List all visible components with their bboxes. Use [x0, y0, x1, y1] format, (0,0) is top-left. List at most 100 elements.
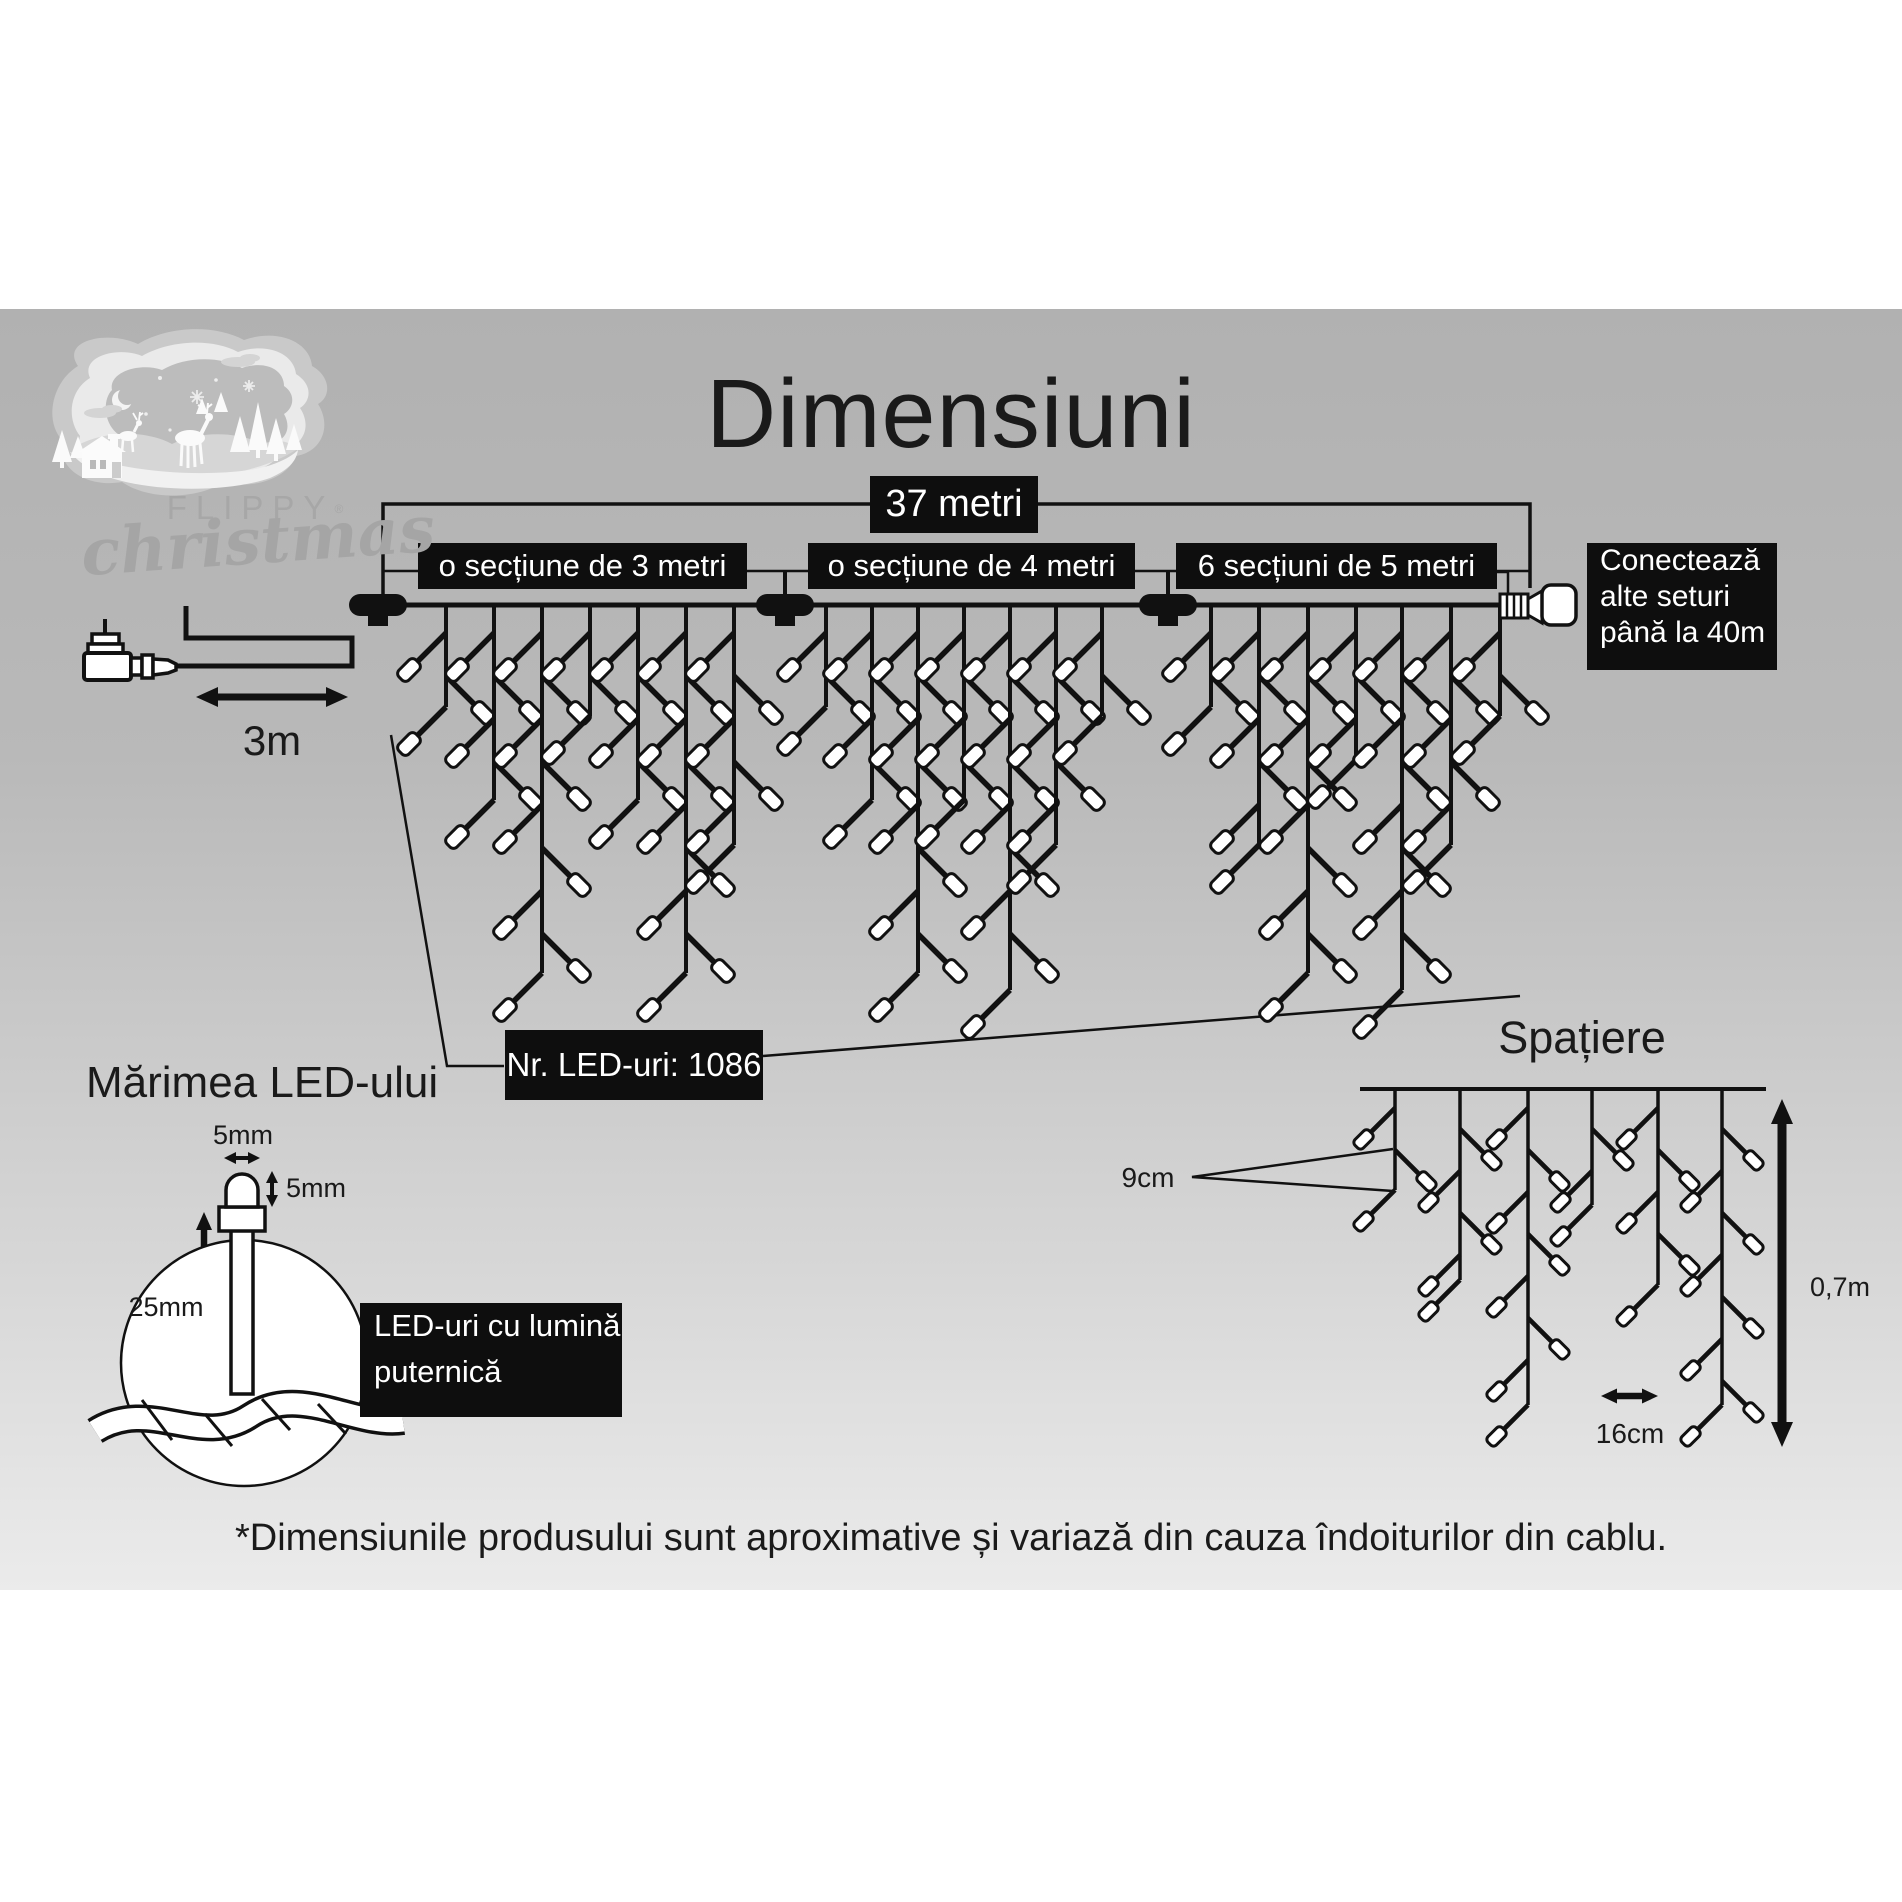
- led-size-drawing: [87, 1172, 406, 1488]
- wire-connector: [1139, 594, 1197, 626]
- led-count-badge: Nr. LED-uri: 1086: [505, 1030, 763, 1100]
- led-bulb: [1548, 1338, 1571, 1361]
- led-bulb: [1742, 1317, 1765, 1340]
- led-bulb: [1450, 740, 1476, 766]
- led-bulb: [396, 731, 422, 757]
- section-3-label: 6 secțiuni de 5 metri: [1197, 548, 1476, 583]
- drop-gap-label: 16cm: [1595, 1418, 1665, 1449]
- led-bulb: [914, 657, 940, 683]
- led-bulb: [822, 824, 848, 850]
- led-bulb: [1679, 1275, 1702, 1298]
- led-bulb: [1006, 743, 1032, 769]
- led-bulb: [1742, 1149, 1765, 1172]
- led-bulb: [1034, 872, 1060, 898]
- led-bulb: [684, 869, 710, 895]
- led-bulb: [588, 657, 614, 683]
- led-bulb: [684, 657, 710, 683]
- led-bulb: [868, 657, 894, 683]
- led-bulb: [1548, 1170, 1571, 1193]
- led-bulb: [1549, 1225, 1572, 1248]
- led-gap-callout-lines: [1191, 1147, 1394, 1193]
- footer-disclaimer: *Dimensiunile produsului sunt aproximati…: [234, 1517, 1668, 1559]
- led-bulb: [1352, 829, 1378, 855]
- led-bulb: [1426, 872, 1452, 898]
- led-bulb: [758, 786, 784, 812]
- led-note-line1: LED-uri cu lumină: [374, 1308, 621, 1343]
- led-bulb: [1548, 1254, 1571, 1277]
- led-bulb: [1742, 1401, 1765, 1424]
- led-note-line2: puternică: [374, 1354, 502, 1389]
- led-bulb: [1485, 1425, 1508, 1448]
- led-tube: [229, 1228, 255, 1396]
- wire-connector: [756, 594, 814, 626]
- led-bulb: [1352, 1128, 1375, 1151]
- led-bulb: [588, 824, 614, 850]
- led-bulb: [1401, 869, 1427, 895]
- lead-3m-arrow: [196, 687, 348, 707]
- led-bulb: [1209, 869, 1235, 895]
- led-bulb: [1006, 869, 1032, 895]
- led-bulb: [1258, 829, 1284, 855]
- connect-note-line2: alte seturi: [1600, 580, 1731, 613]
- led-bulb: [1052, 657, 1078, 683]
- led-bulb: [1485, 1296, 1508, 1319]
- led-bulb: [636, 657, 662, 683]
- led-bulb: [1258, 657, 1284, 683]
- led-bulb: [868, 997, 894, 1023]
- led-bulb: [960, 829, 986, 855]
- led-bulb: [1332, 786, 1358, 812]
- led-bulb: [710, 958, 736, 984]
- drop-height-arrow: [1771, 1099, 1793, 1447]
- led-bulb: [1615, 1128, 1638, 1151]
- total-length-badge: 37 metri: [870, 476, 1038, 533]
- lead-length-label: 3m: [242, 717, 302, 764]
- wire-connector: [349, 594, 407, 626]
- led-bulb: [636, 829, 662, 855]
- cloud-icons: [84, 354, 260, 418]
- led-dome: [224, 1172, 260, 1209]
- connect-note-badge: Conectează alte seturi până la 40m: [1587, 543, 1777, 670]
- led-bulb: [1209, 743, 1235, 769]
- led-bulb: [1485, 1128, 1508, 1151]
- led-bulb: [588, 743, 614, 769]
- logo-winter-scene: [52, 329, 328, 496]
- led-bulb: [776, 657, 802, 683]
- led-bulb: [1480, 1233, 1503, 1256]
- spacing-heading: Spațiere: [1498, 1012, 1666, 1063]
- led-bulb: [1480, 1149, 1503, 1172]
- led-bulb: [1417, 1191, 1440, 1214]
- generated-diagram-layer: [196, 594, 1793, 1448]
- led-bulb: [396, 657, 422, 683]
- lead-wire-zigzag: [176, 606, 355, 669]
- led-bulb: [822, 743, 848, 769]
- led-bulb: [1352, 657, 1378, 683]
- drop-height-label: 0,7m: [1810, 1272, 1871, 1302]
- end-connector-icon: [1498, 583, 1578, 627]
- led-bulb: [1524, 700, 1550, 726]
- curtain-section: [1161, 605, 1550, 1040]
- led-bulb: [540, 740, 566, 766]
- spacing-diagram: [1352, 1087, 1766, 1448]
- led-bulb: [1332, 958, 1358, 984]
- led-bulb: [914, 743, 940, 769]
- led-bulb: [1415, 1170, 1438, 1193]
- sparkle-icons: [190, 380, 255, 404]
- led-bulb: [1352, 915, 1378, 941]
- led-tip-label: 5mm: [286, 1173, 346, 1203]
- led-bulb: [1352, 743, 1378, 769]
- led-bulb: [492, 743, 518, 769]
- led-bulb: [960, 743, 986, 769]
- house-icon: [78, 434, 126, 478]
- curtain-section: [396, 605, 784, 1023]
- led-bulb: [492, 657, 518, 683]
- led-bulb: [1679, 1359, 1702, 1382]
- logo-brand-word: FLIPPY: [166, 489, 335, 526]
- led-bulb: [868, 915, 894, 941]
- power-plug-icon: [82, 619, 178, 682]
- led-bulb: [540, 657, 566, 683]
- led-bulb: [1417, 1300, 1440, 1323]
- led-bulb: [1485, 1212, 1508, 1235]
- led-bulb: [960, 1014, 986, 1040]
- led-bulb: [1450, 657, 1476, 683]
